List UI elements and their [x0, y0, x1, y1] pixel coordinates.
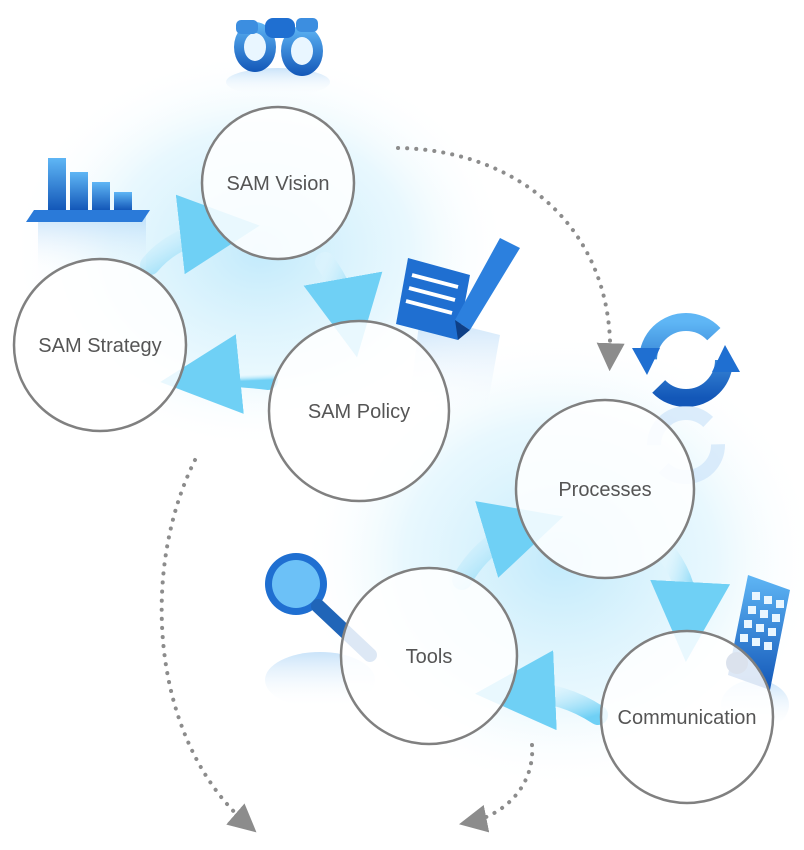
binoculars-icon — [226, 18, 330, 96]
arrow-vision-to-policy — [303, 252, 383, 358]
node-label-processes: Processes — [558, 479, 651, 501]
node-communication: Communication — [599, 629, 775, 805]
node-label-communication: Communication — [618, 707, 757, 729]
arrow-communication-to-tools — [475, 650, 608, 731]
dotted-arrows — [159, 146, 625, 833]
node-label-sam-strategy: SAM Strategy — [38, 335, 161, 357]
node-label-sam-vision: SAM Vision — [226, 173, 329, 195]
dotted-arrow-strategy-down — [159, 458, 257, 833]
arrow-strategy-to-vision — [140, 194, 260, 275]
node-sam-strategy: SAM Strategy — [12, 257, 188, 433]
node-tools: Tools — [339, 566, 519, 746]
arrow-processes-to-communication — [650, 545, 731, 662]
node-sam-vision: SAM Vision — [200, 105, 356, 261]
node-sam-policy: SAM Policy — [267, 319, 451, 503]
dotted-arrow-tools-down — [459, 743, 535, 833]
node-label-tools: Tools — [406, 646, 453, 668]
node-label-sam-policy: SAM Policy — [308, 401, 410, 423]
dotted-arrow-vision-to-processes — [396, 146, 625, 372]
arrow-policy-to-strategy — [160, 334, 278, 414]
arrow-tools-to-processes — [452, 501, 564, 590]
flow-arrows — [140, 194, 731, 731]
document-pen-icon — [396, 238, 520, 420]
node-processes: Processes — [514, 398, 696, 580]
